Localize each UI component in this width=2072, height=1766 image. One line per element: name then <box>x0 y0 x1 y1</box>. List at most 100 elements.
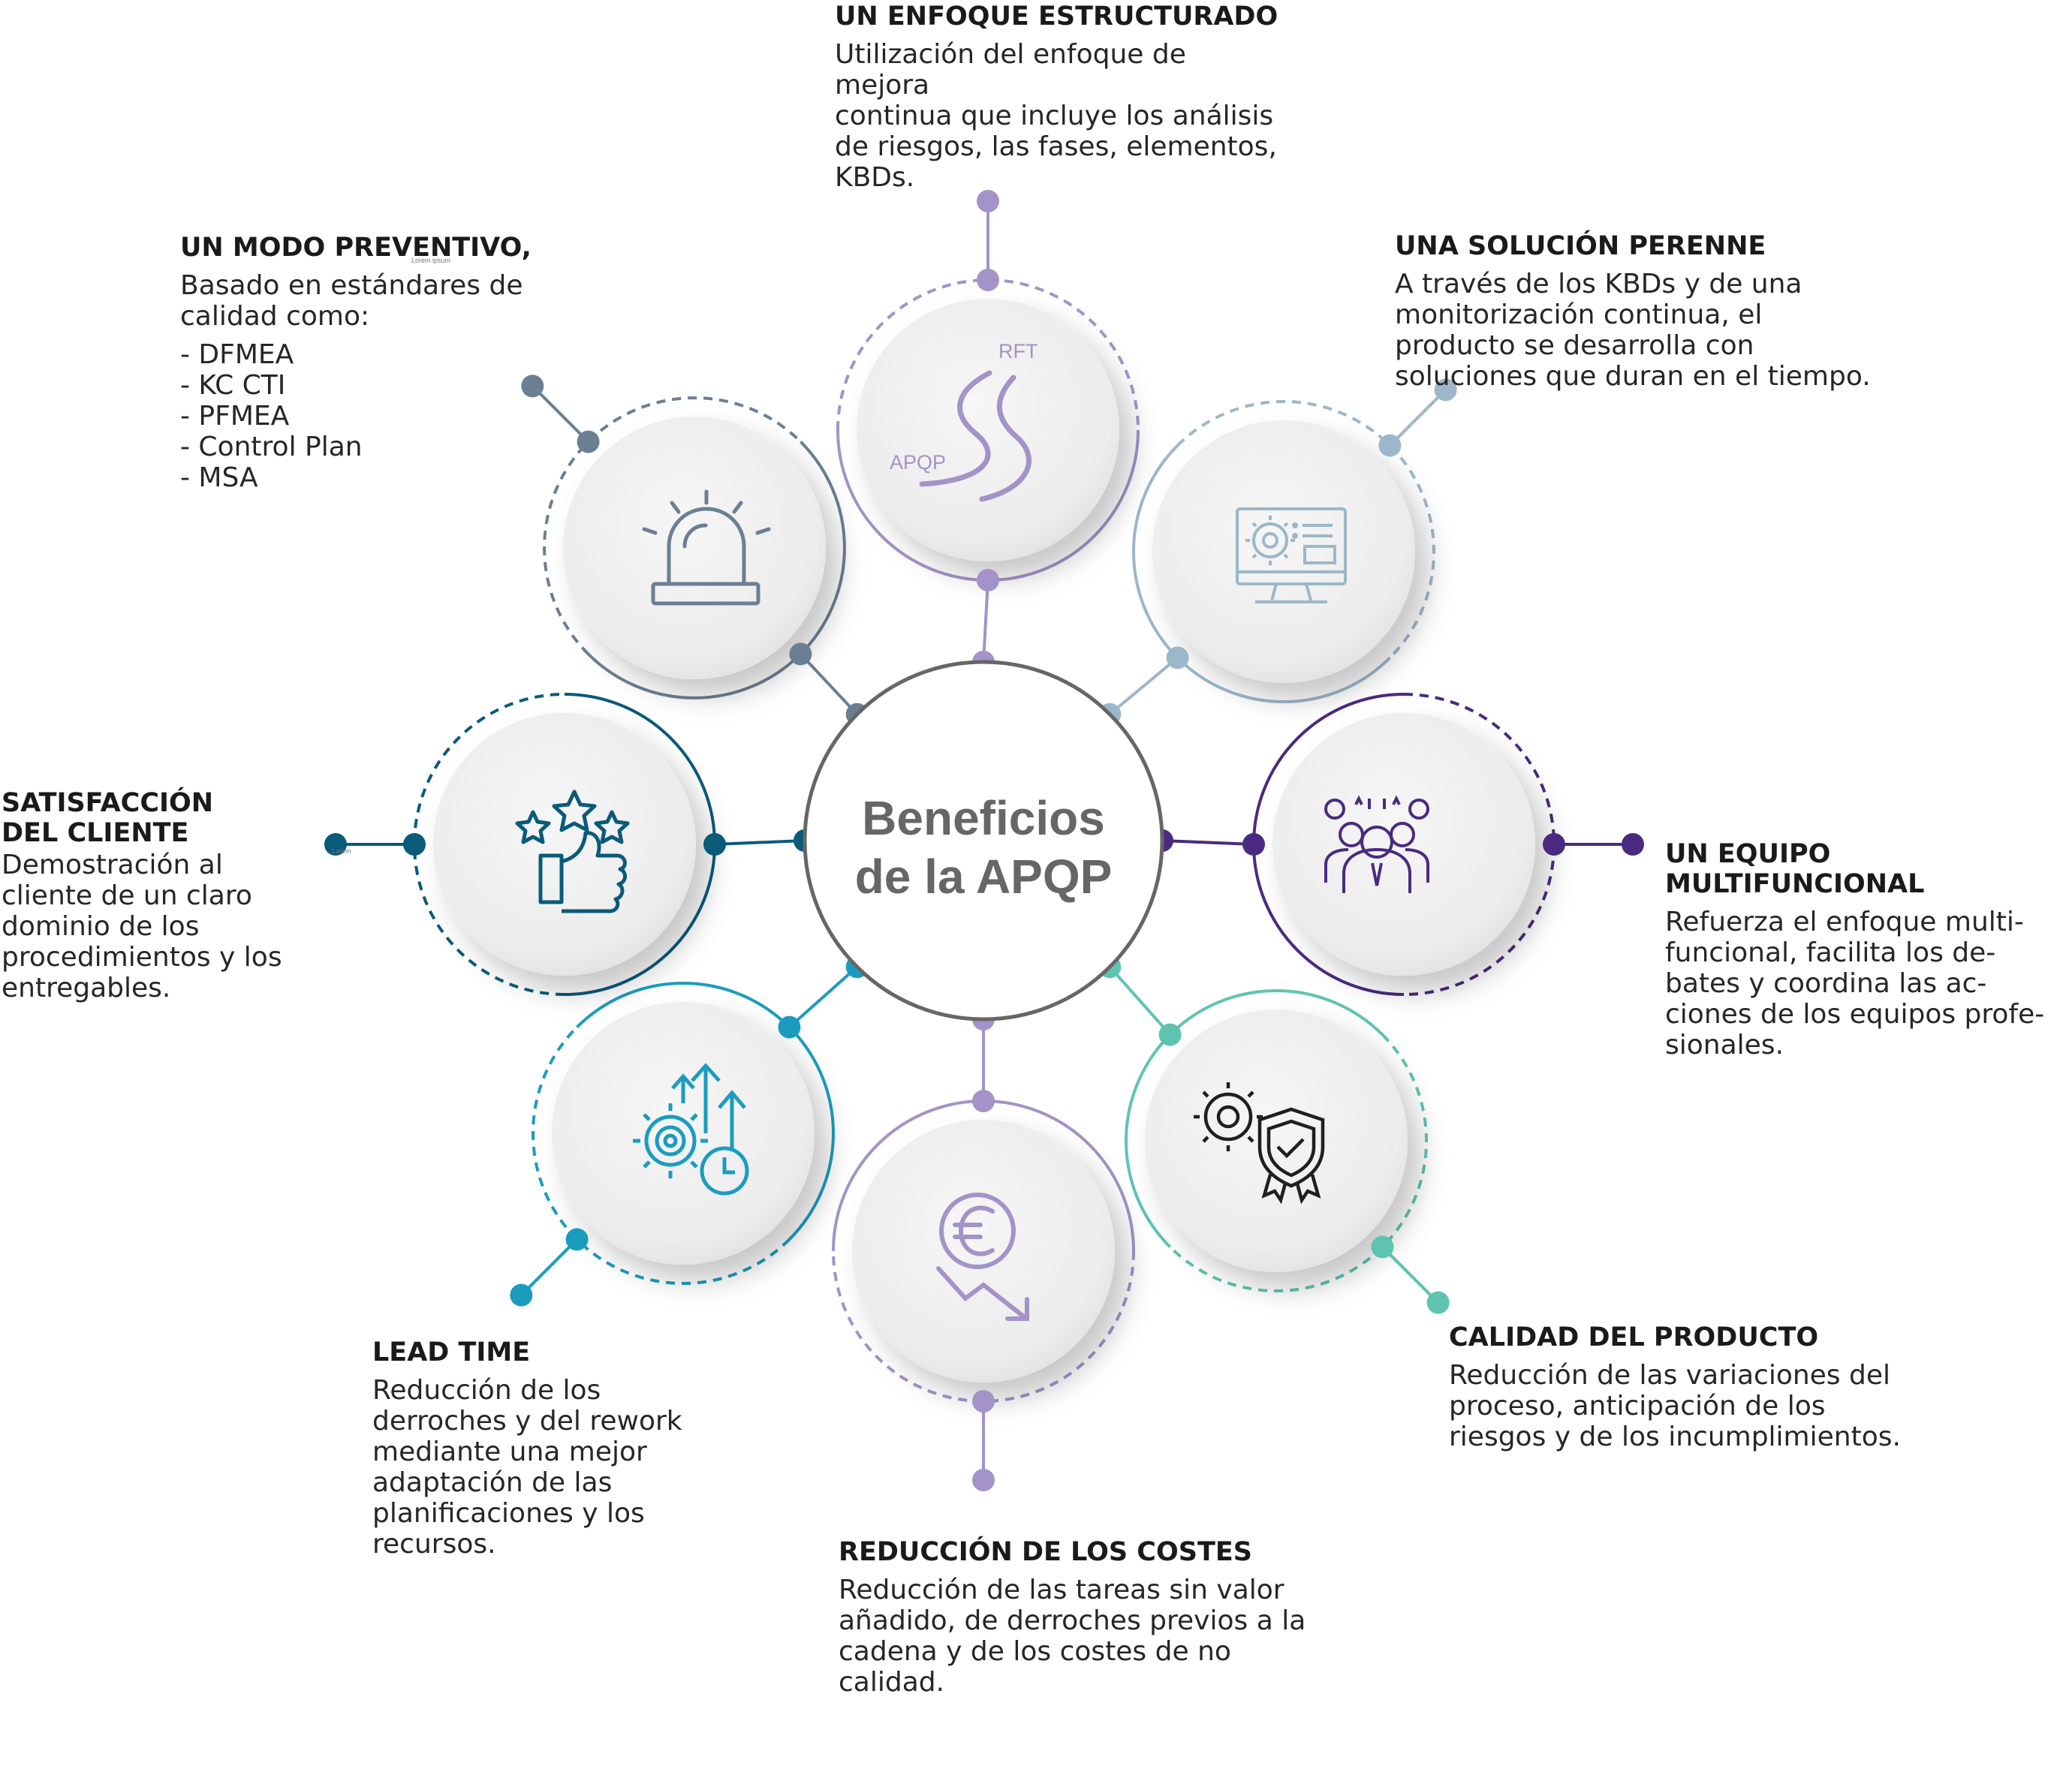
body-upper-left-line: calidad como: <box>180 301 370 332</box>
body-left: Demostración al cliente de un claro domi… <box>2 850 317 1003</box>
body-lower-left-line: recursos. <box>372 1529 496 1560</box>
center-circle <box>803 660 1164 1021</box>
ring-lower-left-dashed <box>532 1026 791 1285</box>
dot-lower-right-inner <box>1158 1023 1182 1046</box>
list-item: - PFMEA <box>180 401 290 432</box>
body-upper-right: A través de los KBDs y de una monitoriza… <box>1395 269 1890 392</box>
dot-left-end <box>324 833 347 856</box>
body-upper-left: Basado en estándares de calidad como: <box>180 270 541 332</box>
dot-right-outer <box>1543 833 1565 856</box>
list-item: - KC CTI <box>180 370 286 401</box>
body-right-line: bates y coordina las ac- <box>1665 968 1987 999</box>
dot-top-outer <box>977 269 999 291</box>
dot-bottom-end <box>972 1469 995 1491</box>
ring-upper-left-dashed <box>543 396 802 655</box>
euro-decrease-icon <box>936 1193 1029 1321</box>
connector-lower-left-inner <box>788 965 859 1029</box>
team-group-icon <box>1324 795 1429 893</box>
body-lower-right: Reducción de las variaciones del proceso… <box>1449 1360 1929 1452</box>
lorem-ipsum-label: Lorem ipsum <box>411 257 450 264</box>
body-bottom: Reducción de las tareas sin valor añadid… <box>839 1575 1319 1698</box>
body-top-line: de riesgos, las fases, elementos, <box>835 131 1277 162</box>
dot-upper-left-outer <box>577 430 600 453</box>
body-top: Utilización del enfoque de mejora contin… <box>835 39 1285 193</box>
dot-lower-right-outer <box>1371 1235 1394 1259</box>
text-block-left: SATISFACCIÓN DEL CLIENTE Demostración al… <box>2 788 317 1003</box>
body-lower-right-line: Reducción de las variaciones del <box>1449 1360 1891 1391</box>
body-lower-left-line: mediante una mejor <box>372 1437 647 1467</box>
text-block-top: UN ENFOQUE ESTRUCTURADO Utilización del … <box>835 2 1285 193</box>
connector-left-inner <box>714 839 806 846</box>
body-right-line: funcional, facilita los de- <box>1665 937 1996 968</box>
text-block-upper-left: UN MODO PREVENTIVO, Basado en estándares… <box>180 233 541 493</box>
body-right: Refuerza el enfoque multi- funcional, fa… <box>1665 907 2070 1061</box>
body-bottom-line: añadido, de derroches previos a la <box>839 1605 1306 1636</box>
dot-lower-left-outer <box>565 1228 589 1251</box>
stars-thumbs-up-icon <box>515 790 630 913</box>
gear-arrows-clock-icon <box>633 1063 749 1196</box>
list-item: - Control Plan <box>180 432 363 462</box>
disc-top <box>857 299 1119 561</box>
title-left: SATISFACCIÓN DEL CLIENTE <box>2 788 317 848</box>
body-top-line: continua que incluye los análisis <box>835 101 1274 131</box>
body-upper-right-line: producto se desarrolla con <box>1395 330 1754 361</box>
body-left-line: Demostración al <box>2 850 223 880</box>
road-s-curve-icon: RFT APQP <box>890 340 1038 502</box>
body-lower-right-line: riesgos y de los incumplimientos. <box>1449 1422 1901 1452</box>
dot-right-inner <box>1242 833 1265 856</box>
text-block-bottom: REDUCCIÓN DE LOS COSTES Reducción de las… <box>839 1537 1319 1698</box>
body-upper-right-line: soluciones que duran en el tiempo. <box>1395 361 1871 392</box>
ring-right-dashed <box>1403 693 1556 996</box>
dot-bottom-outer <box>972 1390 995 1412</box>
ring-top-dashed <box>836 278 1140 431</box>
connector-top-inner <box>982 579 989 663</box>
body-left-line: entregables. <box>2 973 171 1003</box>
body-left-line: dominio de los <box>2 911 200 942</box>
text-block-right: UN EQUIPO MULTIFUNCIONAL Refuerza el enf… <box>1665 839 2070 1061</box>
body-upper-right-line: A través de los KBDs y de una <box>1395 269 1802 299</box>
ring-bottom-dashed <box>832 1250 1135 1403</box>
disc-upper-left <box>563 417 826 679</box>
center-title-line1: Beneficios <box>862 791 1105 845</box>
body-left-line: cliente de un claro <box>2 880 252 911</box>
body-left-line: procedimientos y los <box>2 942 282 973</box>
connector-upper-right-outer <box>1389 388 1447 447</box>
connector-lower-right-inner <box>1108 965 1172 1036</box>
alarm-light-icon <box>642 489 771 606</box>
connector-lower-left-outer <box>520 1238 578 1297</box>
dot-lower-left-end <box>510 1283 533 1307</box>
ring-lower-right-dashed <box>1169 1033 1428 1292</box>
text-block-upper-right: UNA SOLUCIÓN PERENNE A través de los KBD… <box>1395 231 1890 392</box>
dot-upper-right-end <box>1434 378 1457 402</box>
body-top-line: KBDs. <box>835 162 915 193</box>
body-upper-right-line: monitorización continua, el <box>1395 299 1763 330</box>
apqp-label: APQP <box>890 451 946 474</box>
connector-right-inner <box>1161 839 1254 846</box>
dot-left-outer <box>403 833 426 856</box>
dot-upper-right-outer <box>1378 434 1402 457</box>
title-top: UN ENFOQUE ESTRUCTURADO <box>835 2 1278 32</box>
body-bottom-line: cadena y de los costes de no <box>839 1636 1231 1667</box>
list-item: - MSA <box>180 462 258 493</box>
body-lower-right-line: proceso, anticipación de los <box>1449 1391 1826 1422</box>
body-bottom-line: calidad. <box>839 1667 945 1698</box>
connector-upper-right-inner <box>1109 656 1179 716</box>
connectors-layer <box>336 201 1633 1480</box>
list-item: - DFMEA <box>180 339 294 370</box>
standards-list: - DFMEA - KC CTI - PFMEA - Control Plan … <box>180 339 541 493</box>
text-block-lower-right: CALIDAD DEL PRODUCTO Reducción de las va… <box>1449 1322 1929 1452</box>
disc-left <box>433 713 696 976</box>
body-bottom-line: Reducción de las tareas sin valor <box>839 1575 1284 1605</box>
dot-bottom-inner <box>972 1090 995 1112</box>
connector-upper-left-outer <box>531 384 589 443</box>
body-right-line: ciones de los equipos profe- <box>1665 999 2045 1030</box>
ring-upper-right-dashed <box>1176 400 1435 659</box>
dot-right-end <box>1622 833 1644 856</box>
dot-lower-left-inner <box>778 1015 801 1039</box>
body-top-line: Utilización del enfoque de mejora <box>835 39 1186 101</box>
text-block-lower-left: LEAD TIME Reducción de los derroches y d… <box>372 1337 718 1560</box>
body-lower-left-line: adaptación de las <box>372 1467 613 1498</box>
body-lower-left-line: derroches y del rework <box>372 1406 682 1437</box>
lorem-label: Lorem <box>332 847 351 855</box>
